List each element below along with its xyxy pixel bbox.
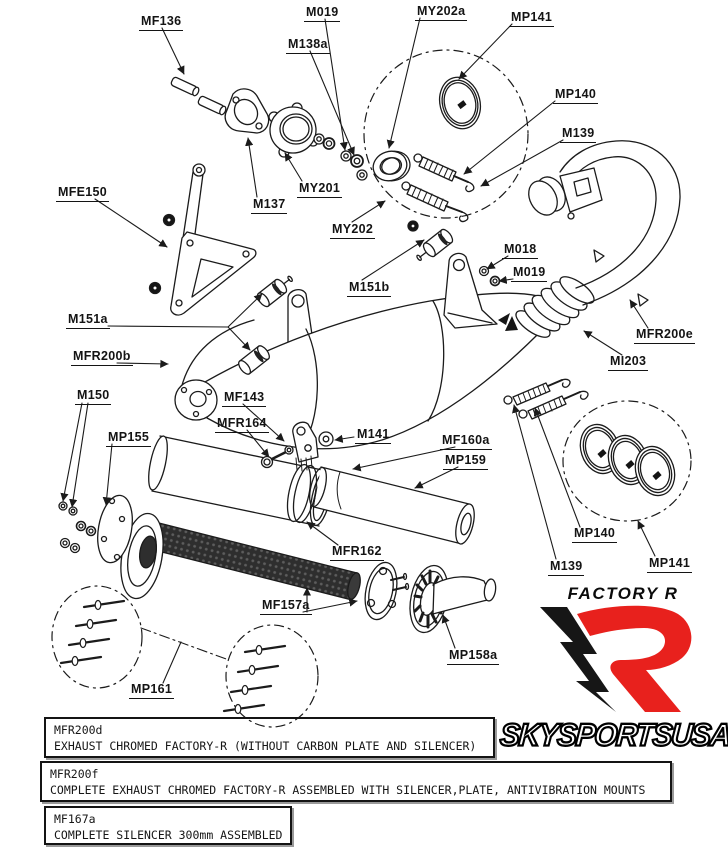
spring-coupler-mi203 xyxy=(515,276,595,338)
clamp-band-mfr164 xyxy=(286,421,319,524)
dashed-ellipse-rivets-right xyxy=(225,624,319,728)
springs-mp140-m139-top xyxy=(401,153,475,223)
springs-mp140-m139-mid xyxy=(503,378,589,420)
mounting-bracket-mfe150 xyxy=(148,163,257,316)
part-label-mp158a: MP158a xyxy=(447,649,500,665)
dashed-ellipse-rivets-left xyxy=(51,585,143,689)
legend-box-mfr200f: MFR200f COMPLETE EXHAUST CHROMED FACTORY… xyxy=(40,761,672,802)
legend-code: MFR200f xyxy=(50,767,99,781)
fasteners-m150 xyxy=(58,501,97,554)
silencer-tube-mp159-mf160a xyxy=(309,466,475,545)
rivet-group-connector-line xyxy=(140,627,230,661)
end-disc-with-studs xyxy=(364,561,410,621)
factory-r-logo xyxy=(540,605,692,712)
legend-description: EXHAUST CHROMED FACTORY-R (WITHOUT CARBO… xyxy=(54,739,477,753)
part-label-m139-top: M139 xyxy=(560,127,597,143)
part-label-mp141-bottom: MP141 xyxy=(647,557,693,573)
legend-description: COMPLETE EXHAUST CHROMED FACTORY-R ASSEM… xyxy=(50,783,646,797)
part-label-mf157a: MF157a xyxy=(260,599,312,615)
dealer-logo-text: SKYSPORTSUSA xyxy=(498,717,728,754)
header-pipe-mfr200e xyxy=(528,140,681,307)
part-label-m141: M141 xyxy=(355,428,392,444)
exhaust-gasket-m137 xyxy=(224,88,270,134)
part-label-mfr200b: MFR200b xyxy=(71,350,133,366)
legend-code: MFR200d xyxy=(54,723,103,737)
part-label-my202: MY202 xyxy=(330,223,376,239)
rubber-mounts-m151a xyxy=(238,275,293,375)
silencer-flange-mp155 xyxy=(97,494,164,600)
dashed-circle-gasket-rings xyxy=(562,400,692,522)
part-label-mp140-top: MP140 xyxy=(553,88,599,104)
series-title: FACTORY R xyxy=(567,584,679,603)
part-label-m151a: M151a xyxy=(66,313,110,329)
exhaust-flange-my201 xyxy=(268,102,319,158)
part-label-mfr162: MFR162 xyxy=(330,545,384,561)
part-label-my201: MY201 xyxy=(297,182,343,198)
part-label-m150: M150 xyxy=(75,389,112,405)
part-label-mp159: MP159 xyxy=(443,454,489,470)
logo-lightning-bolt xyxy=(540,607,616,712)
gasket-rings-mp141-set xyxy=(579,423,676,497)
end-cap-mp158a xyxy=(409,564,497,634)
rubber-grommet-my202a xyxy=(372,150,411,182)
part-label-mf160a: MF160a xyxy=(440,434,492,450)
perforated-core-mf157a xyxy=(145,520,361,601)
part-label-mf143: MF143 xyxy=(222,391,267,407)
part-label-mp140-bottom: MP140 xyxy=(572,527,618,543)
bolt-mf143 xyxy=(260,445,294,469)
logo-r-red xyxy=(577,605,692,712)
exhaust-pins-mf136 xyxy=(170,76,227,116)
part-label-m151b: M151b xyxy=(347,281,392,297)
part-label-mp161: MP161 xyxy=(129,683,175,699)
part-label-mp141-top: MP141 xyxy=(509,11,555,27)
gasket-ring-mp141-top xyxy=(438,76,482,130)
legend-code: MF167a xyxy=(54,812,96,826)
legend-box-mfr200d: MFR200d EXHAUST CHROMED FACTORY-R (WITHO… xyxy=(44,717,495,758)
legend-box-mf167a: MF167a COMPLETE SILENCER 300mm ASSEMBLED xyxy=(44,806,292,845)
washer-m141 xyxy=(318,431,334,447)
part-label-mfe150: MFE150 xyxy=(56,186,110,202)
leader-lines xyxy=(60,17,656,684)
part-label-m019-mid: M019 xyxy=(511,266,548,282)
hanger-bracket-m018-m019 xyxy=(443,252,501,329)
part-label-my202a: MY202a xyxy=(415,5,468,21)
expansion-chamber-mfr200b xyxy=(174,288,547,452)
part-label-m019-top: M019 xyxy=(304,6,341,22)
part-label-m139-bottom: M139 xyxy=(548,560,585,576)
rivets-mp161 xyxy=(59,599,287,715)
part-label-mfr200e: MFR200e xyxy=(634,328,695,344)
part-label-mp155: MP155 xyxy=(106,431,152,447)
part-label-m138a: M138a xyxy=(286,38,330,54)
part-label-mf136: MF136 xyxy=(139,15,184,31)
rubber-mount-m151b xyxy=(407,220,454,261)
washers-m138a-m019 xyxy=(313,133,368,181)
part-label-m137: M137 xyxy=(251,198,288,214)
dashed-circle-my202-group xyxy=(363,49,529,219)
part-label-m018: M018 xyxy=(502,243,539,259)
legend-description: COMPLETE SILENCER 300mm ASSEMBLED xyxy=(54,828,283,842)
part-label-mfr164: MFR164 xyxy=(215,417,269,433)
part-label-mi203: MI203 xyxy=(608,355,649,371)
